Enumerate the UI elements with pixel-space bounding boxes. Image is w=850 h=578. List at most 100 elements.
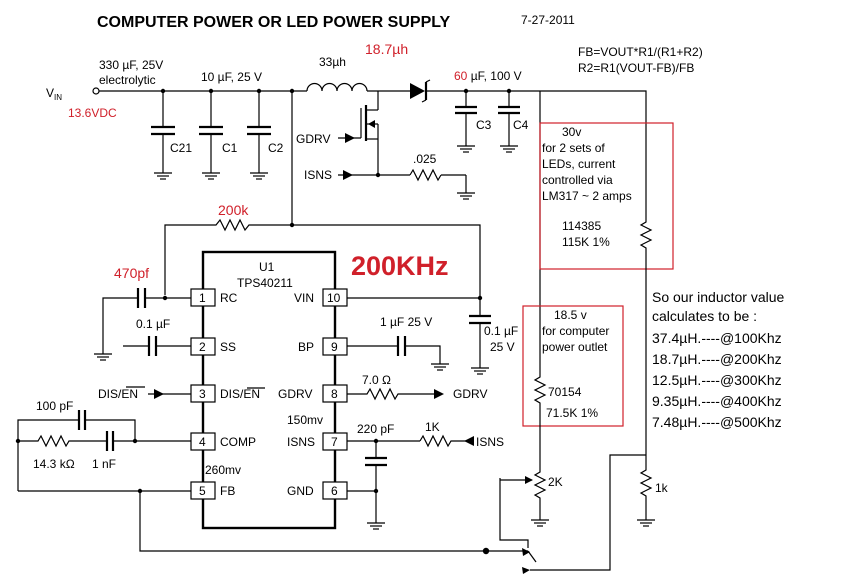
pc-note-line: for computer <box>542 324 609 338</box>
isns-res-value: 1K <box>425 420 440 434</box>
pin-number: 9 <box>331 340 338 354</box>
inductor-new-value: 18.7µh <box>365 41 408 57</box>
pin-number: 3 <box>199 387 206 401</box>
fet-gdrv-label: GDRV <box>296 132 330 146</box>
comp-cap2-value: 1 nF <box>92 457 116 471</box>
led-note-line: LM317 ~ 2 amps <box>542 189 632 203</box>
feedback-selector-switch <box>482 454 646 574</box>
pin-number: 4 <box>199 435 206 449</box>
pc-feedback-resistor <box>533 360 547 470</box>
led-note-line: LEDs, current <box>542 157 616 171</box>
trim-potentiometer <box>499 470 550 548</box>
cap-label-c1: C1 <box>222 141 238 155</box>
isns-mv-note: 150mv <box>287 413 323 427</box>
ic-pin-8: 8 GDRV <box>278 384 348 403</box>
led-note-line: 30v <box>562 125 581 139</box>
bottom-resistor <box>636 455 656 527</box>
rt-capacitor-value: 470pf <box>114 265 149 281</box>
cap-label-c2: C2 <box>268 141 284 155</box>
inductor-value: 33µh <box>319 55 346 69</box>
ss-capacitor-value: 0.1 µF <box>136 317 170 331</box>
gdrv-resistor <box>347 387 444 401</box>
pin-number: 7 <box>331 435 338 449</box>
pin-name: FB <box>220 484 235 498</box>
fb-net <box>139 491 486 552</box>
sense-resistor <box>409 168 476 200</box>
junction-dot <box>373 438 379 444</box>
led-note-line: controlled via <box>542 173 613 187</box>
junction-dot <box>375 172 381 178</box>
bulk-cap-value: 330 µF, 25V <box>99 58 163 72</box>
junction-dot <box>15 438 21 444</box>
inductor-table-row: 12.5µH.----@300Khz <box>652 372 782 388</box>
diode-symbol <box>410 79 540 103</box>
capacitor-c3 <box>455 91 477 153</box>
bp-cap-value: 1 µF 25 V <box>380 315 432 329</box>
inductor-table-row: 7.48µH.----@500Khz <box>652 414 782 430</box>
rt-capacitor <box>93 288 191 361</box>
ic-part: TPS40211 <box>237 276 293 290</box>
pc-option-box <box>522 305 624 427</box>
isns-network <box>347 434 474 530</box>
frequency-label: 200KHz <box>351 251 449 281</box>
capacitor-c2 <box>247 91 271 180</box>
pin-name: VIN <box>294 291 314 305</box>
ceramic-cap-value: 10 µF, 25 V <box>201 70 262 84</box>
output-rail-led <box>540 90 647 215</box>
ic-pin-7: 7 ISNS <box>287 432 348 451</box>
pc-res-value: 71.5K 1% <box>546 406 598 420</box>
fet-isns-label: ISNS <box>304 168 332 182</box>
pin-number: 10 <box>327 291 341 305</box>
ic-body <box>201 250 337 530</box>
junction-dot <box>137 488 143 494</box>
vin-terminal <box>92 87 100 95</box>
rt-resistor-value: 200k <box>218 202 249 218</box>
pin-number: 1 <box>199 291 206 305</box>
inductor-table-row: 18.7µH.----@200Khz <box>652 351 782 367</box>
pin-name: DIS/EN <box>220 387 260 401</box>
bulk-cap-type: electrolytic <box>99 73 156 87</box>
vin-value: 13.6VDC <box>68 106 117 120</box>
capacitor-c1 <box>199 91 223 180</box>
pin-name: BP <box>298 340 314 354</box>
pot-value: 2K <box>548 475 563 489</box>
pin-number: 6 <box>331 484 338 498</box>
inductor-table-heading: calculates to be : <box>652 308 757 324</box>
ic-pin-1: 1 RC <box>190 288 238 307</box>
bp-capacitor <box>347 336 450 371</box>
ic-pin-3: 3 DIS/EN <box>190 384 265 403</box>
inductor-symbol <box>306 82 410 92</box>
pin-name: SS <box>220 340 236 354</box>
pc-note-line: 18.5 v <box>554 308 587 322</box>
led-res-value: 115K 1% <box>562 235 610 249</box>
ic-ref: U1 <box>259 260 275 274</box>
isns-cap-value: 220 pF <box>357 422 394 436</box>
comp-res-value: 14.3 kΩ <box>33 457 75 471</box>
diagram-title: COMPUTER POWER OR LED POWER SUPPLY <box>97 14 451 31</box>
pin-number: 2 <box>199 340 206 354</box>
sense-resistor-value: .025 <box>413 152 437 166</box>
output-cap-value: 60 µF, 100 V <box>454 69 522 83</box>
ic-pin-5: 5 FB <box>190 481 235 500</box>
pc-res-code: 70154 <box>548 385 582 399</box>
comp-network <box>17 410 191 492</box>
vin-label: VIN <box>46 86 62 102</box>
vin-cap-voltage: 25 V <box>490 340 515 354</box>
pin-name: COMP <box>220 435 256 449</box>
date-label: 7-27-2011 <box>521 13 575 27</box>
pc-note-line: power outlet <box>542 340 608 354</box>
fb-mv-note: 260mv <box>205 463 241 477</box>
vin-capacitor <box>469 298 491 375</box>
mosfet-symbol <box>338 91 379 175</box>
dis-en-arrow <box>154 389 164 399</box>
bottom-resistor-value: 1k <box>655 481 669 495</box>
formula-r2: R2=R1(VOUT-FB)/FB <box>578 61 694 75</box>
formula-fb: FB=VOUT*R1/(R1+R2) <box>578 45 703 59</box>
ic-pin-2: 2 SS <box>190 337 236 356</box>
pin-name: ISNS <box>287 435 315 449</box>
ic-pin-10: 10 VIN <box>294 288 348 307</box>
pin-number: 8 <box>331 387 338 401</box>
isns-net-label: ISNS <box>476 435 504 449</box>
vin-cap-value: 0.1 µF <box>484 324 518 338</box>
